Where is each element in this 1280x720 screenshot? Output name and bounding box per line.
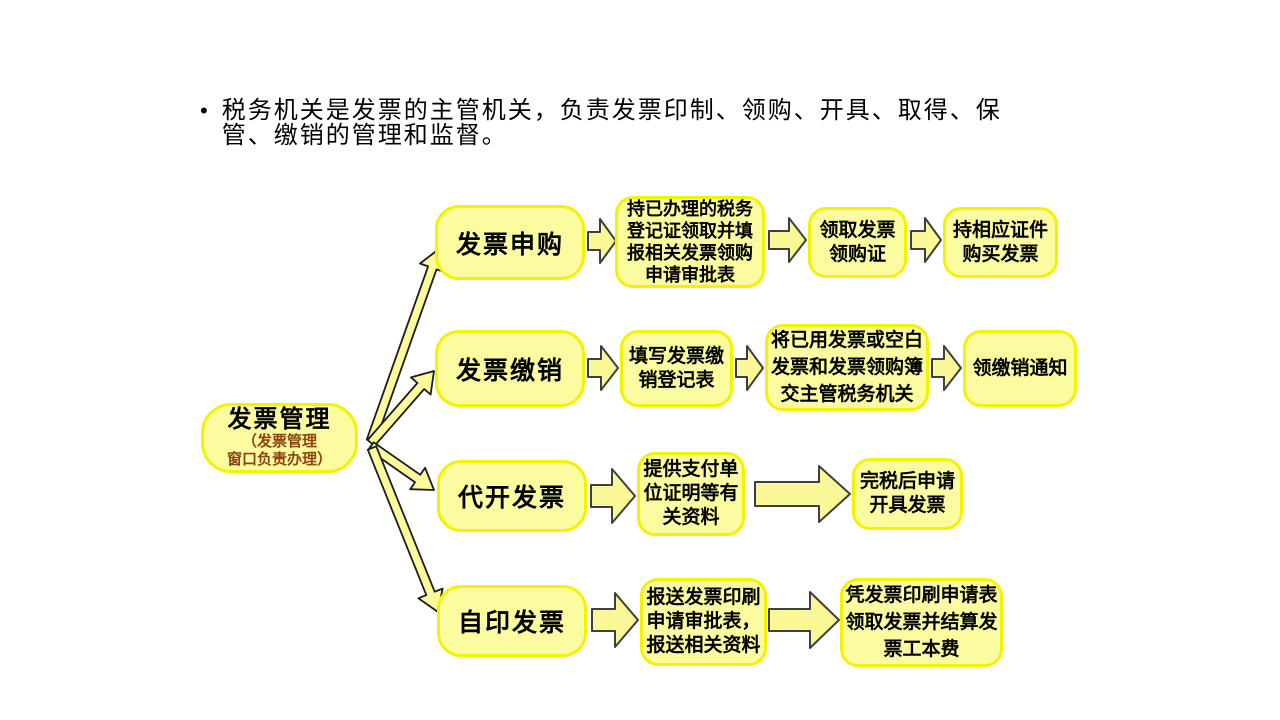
- fan-arrow-branch2: [366, 370, 435, 447]
- branch-box-4: 自印发票: [437, 585, 587, 657]
- arrow-row1-step1: [587, 218, 617, 264]
- branch-box-3: 代开发票: [437, 460, 587, 532]
- arrow-row2-step2: [735, 345, 764, 391]
- step-text: 持相应证件 购买发票: [952, 219, 1048, 265]
- branch-label: 发票缴销: [455, 356, 564, 385]
- branch-label: 自印发票: [457, 609, 566, 637]
- branch-label: 发票申购: [455, 230, 564, 259]
- step-text: 凭发票印刷申请表 领取发票并结算发 票工本费: [845, 585, 998, 660]
- bullet-text: 税务机关是发票的主管机关，负责发票印制、领购、开具、取得、保管、缴销的管理和监督…: [221, 97, 1002, 149]
- step-text: 提供支付单 位证明等有 关资料: [643, 459, 739, 528]
- step-text: 报送发票印刷 申请审批表， 报送相关资料: [646, 587, 761, 656]
- bullet-marker: •: [200, 98, 208, 123]
- step-box-r2s1: 填写发票缴 销登记表: [620, 330, 733, 407]
- step-text: 领取发票 领购证: [819, 219, 896, 265]
- branch-label: 代开发票: [457, 484, 566, 512]
- arrow-row3-step1: [590, 468, 636, 524]
- bullet-paragraph: • 税务机关是发票的主管机关，负责发票印制、领购、开具、取得、保管、缴销的管理和…: [200, 98, 1060, 148]
- step-text: 将已用发票或空白 发票和发票领购簿 交主管税务机关: [770, 330, 923, 405]
- root-subtitle: （发票管理 窗口负责办理）: [226, 433, 332, 468]
- root-node: 发票管理 （发票管理 窗口负责办理）: [201, 403, 358, 473]
- arrow-row3-step2: [754, 465, 851, 523]
- step-box-r3s1: 提供支付单 位证明等有 关资料: [637, 452, 745, 536]
- fan-arrow-branch4: [366, 445, 444, 613]
- arrow-row2-step3: [931, 345, 962, 391]
- branch-box-2: 发票缴销: [435, 330, 585, 407]
- arrow-row4-step1: [591, 592, 639, 648]
- step-text: 完税后申请 开具发票: [859, 471, 955, 516]
- step-box-r1s1: 持已办理的税务 登记证领取并填 报相关发票领购 申请审批表: [615, 196, 765, 288]
- step-box-r3s2: 完税后申请 开具发票: [852, 458, 963, 530]
- root-title: 发票管理: [227, 406, 332, 433]
- step-text: 填写发票缴 销登记表: [628, 345, 724, 391]
- step-text: 领缴销通知: [972, 357, 1068, 379]
- arrow-row2-step1: [587, 345, 619, 391]
- step-box-r2s3: 领缴销通知: [963, 330, 1077, 407]
- fan-arrow-branch1: [365, 248, 446, 444]
- branch-box-1: 发票申购: [435, 205, 585, 280]
- step-box-r1s2: 领取发票 领购证: [808, 207, 907, 278]
- step-box-r1s3: 持相应证件 购买发票: [943, 207, 1058, 278]
- arrow-row4-step2: [768, 591, 840, 649]
- step-box-r2s2: 将已用发票或空白 发票和发票领购簿 交主管税务机关: [765, 324, 929, 411]
- step-box-r4s1: 报送发票印刷 申请审批表， 报送相关资料: [640, 578, 767, 666]
- arrow-row1-step2: [768, 217, 807, 263]
- step-box-r4s2: 凭发票印刷申请表 领取发票并结算发 票工本费: [840, 578, 1003, 667]
- step-text: 持已办理的税务 登记证领取并填 报相关发票领购 申请审批表: [627, 199, 753, 285]
- arrow-row1-step3: [910, 217, 942, 263]
